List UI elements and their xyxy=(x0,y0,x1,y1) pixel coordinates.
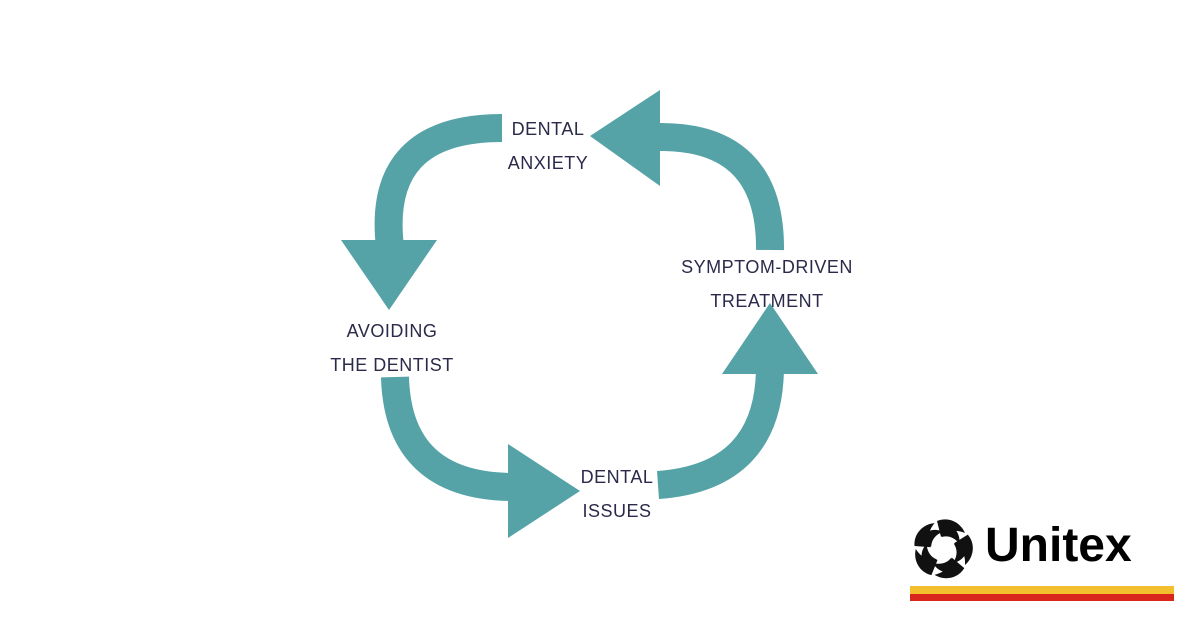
unitex-logo: Unitex xyxy=(908,512,1176,608)
node-label-line: ISSUES xyxy=(582,501,652,521)
node-label-symptom-driven-treatment: SYMPTOM-DRIVEN TREATMENT xyxy=(662,250,872,318)
arrow-issues-to-symptom xyxy=(656,303,818,499)
logo-stripe-red xyxy=(910,594,1174,601)
node-label-line: TREATMENT xyxy=(710,291,824,311)
node-label-line: DENTAL xyxy=(580,467,654,487)
node-label-line: SYMPTOM-DRIVEN xyxy=(681,257,853,277)
logo-wordmark: Unitex xyxy=(985,519,1132,572)
arrow-avoiding-to-issues xyxy=(381,376,580,538)
node-label-line: AVOIDING xyxy=(346,321,438,341)
node-label-line: DENTAL xyxy=(511,119,585,139)
node-label-avoiding-the-dentist: AVOIDING THE DENTIST xyxy=(312,314,472,382)
node-label-line: THE DENTIST xyxy=(330,355,454,375)
arrow-symptom-to-anxiety xyxy=(590,90,785,251)
node-label-dental-anxiety: DENTAL ANXIETY xyxy=(468,112,628,180)
arrow-anxiety-to-avoiding xyxy=(341,114,503,310)
logo-stripe-yellow xyxy=(910,586,1174,594)
node-label-dental-issues: DENTAL ISSUES xyxy=(537,460,697,528)
node-label-line: ANXIETY xyxy=(507,153,589,173)
unitex-star-icon xyxy=(914,519,973,579)
